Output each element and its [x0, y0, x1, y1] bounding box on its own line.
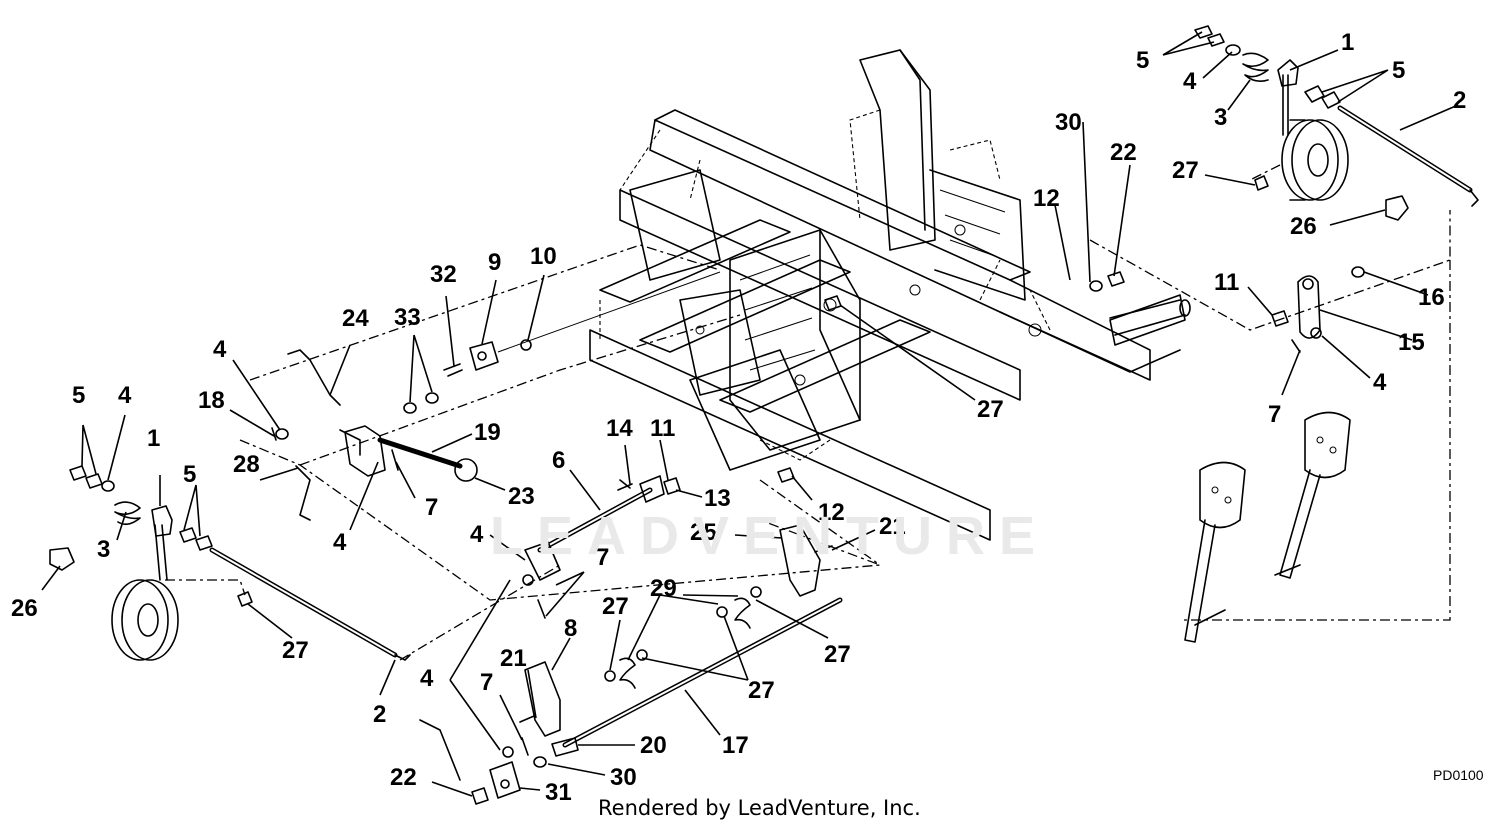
callout-10: 10 [530, 243, 557, 270]
callout-13: 13 [704, 485, 731, 512]
callout-4: 4 [420, 665, 434, 692]
callout-3: 3 [97, 536, 110, 563]
callout-22: 22 [1110, 139, 1137, 166]
callout-28: 28 [233, 451, 260, 478]
figure-code: PD0100 [1433, 767, 1484, 783]
callout-26: 26 [1290, 213, 1317, 240]
callout-32: 32 [430, 261, 457, 288]
callout-16: 16 [1418, 284, 1445, 311]
lower-linkage [419, 524, 843, 805]
callout-3: 3 [1214, 104, 1227, 131]
callout-30: 30 [610, 764, 637, 791]
callout-labels: 1 2 3 4 5 5 27 26 30 22 12 11 16 15 4 7 … [11, 29, 1466, 806]
callout-24: 24 [342, 305, 369, 332]
callout-6: 6 [552, 447, 565, 474]
frame-assembly [589, 49, 1191, 541]
footer-credit: Rendered by LeadVenture, Inc. [598, 796, 921, 820]
callout-21: 21 [879, 513, 906, 540]
callout-12: 12 [1033, 185, 1060, 212]
callout-7: 7 [1268, 401, 1281, 428]
callout-30: 30 [1055, 109, 1082, 136]
callout-1: 1 [147, 425, 160, 452]
leader-lines [41, 31, 1459, 797]
callout-7: 7 [596, 544, 609, 571]
callout-4: 4 [1373, 369, 1387, 396]
callout-11: 11 [1214, 269, 1239, 296]
callout-25: 25 [690, 519, 717, 546]
callout-18: 18 [198, 387, 225, 414]
callout-19: 19 [474, 419, 501, 446]
right-idler-arm [1271, 266, 1365, 353]
left-caster-assembly [49, 465, 411, 661]
callout-4: 4 [1183, 68, 1197, 95]
center-shaft [522, 475, 681, 619]
callout-4: 4 [470, 521, 484, 548]
callout-2: 2 [373, 701, 386, 728]
callout-31: 31 [545, 779, 572, 806]
callout-23: 23 [508, 483, 535, 510]
callout-12: 12 [818, 499, 845, 526]
callout-26: 26 [11, 595, 38, 622]
callout-7: 7 [480, 669, 493, 696]
callout-5: 5 [1392, 57, 1405, 84]
callout-5: 5 [183, 461, 196, 488]
callout-8: 8 [564, 615, 577, 642]
callout-17: 17 [722, 732, 749, 759]
watermark-text: LEADVENTURE [490, 506, 1050, 566]
callout-15: 15 [1398, 329, 1425, 356]
callout-27: 27 [1172, 157, 1199, 184]
callout-4: 4 [213, 336, 227, 363]
callout-27: 27 [748, 677, 775, 704]
callout-22: 22 [390, 764, 417, 791]
callout-14: 14 [606, 415, 633, 442]
callout-33: 33 [394, 304, 421, 331]
callout-4: 4 [333, 529, 347, 556]
brake-pedals [1184, 411, 1351, 643]
left-linkage [271, 271, 721, 521]
callout-27: 27 [977, 396, 1004, 423]
callout-4: 4 [118, 382, 132, 409]
alignment-lines [165, 164, 1451, 661]
callout-27: 27 [282, 637, 309, 664]
callout-7: 7 [425, 494, 438, 521]
callout-29: 29 [650, 575, 677, 602]
callout-2: 2 [1453, 87, 1466, 114]
callout-27: 27 [824, 641, 851, 668]
callout-20: 20 [640, 732, 667, 759]
callout-5: 5 [1136, 47, 1149, 74]
callout-21: 21 [500, 645, 527, 672]
right-caster-assembly [1194, 25, 1479, 221]
callout-1: 1 [1341, 29, 1354, 56]
callout-27: 27 [602, 593, 629, 620]
callout-5: 5 [72, 382, 85, 409]
callout-11: 11 [650, 415, 675, 442]
callout-9: 9 [488, 249, 501, 276]
